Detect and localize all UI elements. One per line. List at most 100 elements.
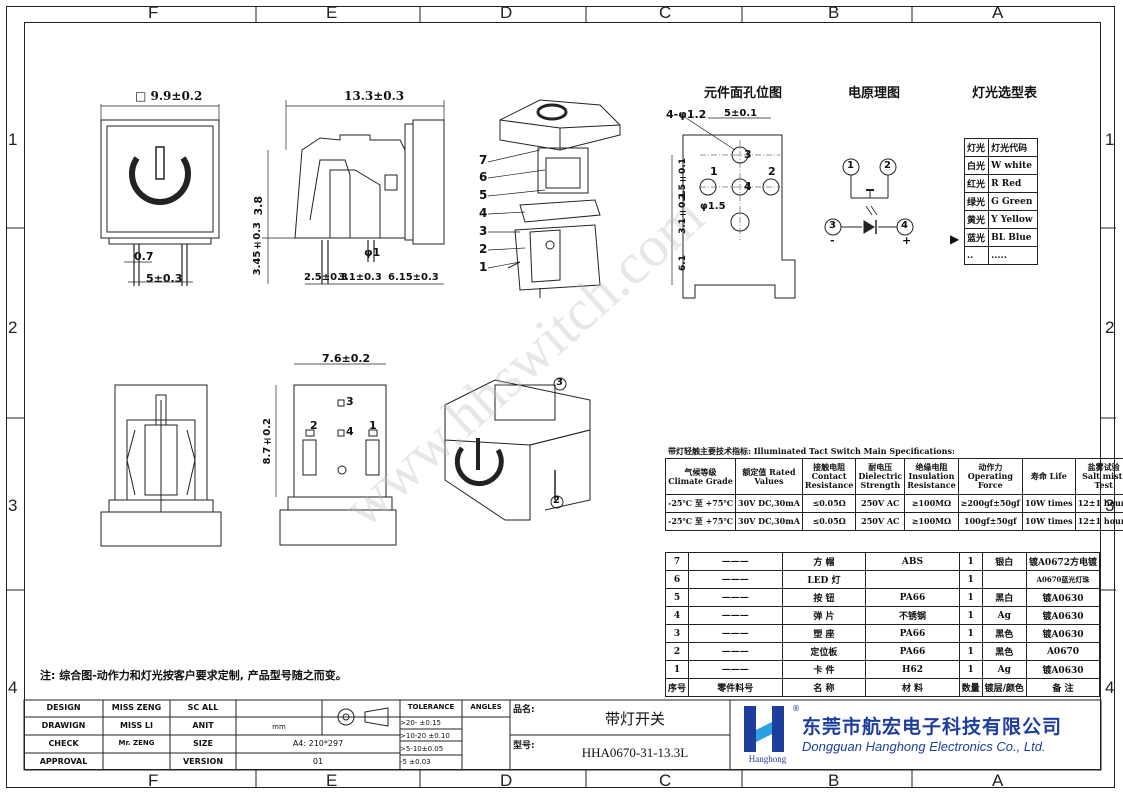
hole-pin-4: 4 bbox=[744, 180, 752, 193]
bom-cell: Ag bbox=[981, 606, 1027, 625]
bom-cell: Ag bbox=[981, 660, 1027, 679]
bom-cell: 定位板 bbox=[781, 642, 867, 661]
tb-angles: ANGLES bbox=[470, 703, 502, 711]
light-row-code: R Red bbox=[988, 174, 1038, 193]
zone-2-left: 2 bbox=[8, 318, 18, 337]
tb-drawing-name: MISS LI bbox=[120, 721, 153, 730]
spec-cell: ≥100MΩ bbox=[904, 494, 959, 513]
dim-hole-pitch: 5±0.1 bbox=[724, 108, 758, 119]
dim-phi15: φ1.5 bbox=[700, 201, 726, 212]
tb-version-label: VERSION bbox=[182, 757, 224, 766]
tb-approval: APPROVAL bbox=[39, 757, 88, 766]
spec-header: 动作力 Operating Force bbox=[957, 458, 1023, 495]
dim-pin-pitch: 5±0.3 bbox=[146, 272, 183, 285]
bom-cell: 镀A0630 bbox=[1025, 660, 1101, 679]
dim-pin-07: 0.7 bbox=[134, 250, 154, 263]
dim-bottom-h: 8.7±0.2 bbox=[262, 418, 273, 465]
circuit-pin-1: 1 bbox=[847, 160, 854, 171]
rear-view bbox=[100, 384, 222, 547]
zone-c-top: C bbox=[659, 3, 672, 22]
tb-unit-label: ANIT bbox=[192, 721, 214, 730]
tb-tol3: >5-10±0.05 bbox=[400, 745, 444, 753]
spec-title: 带灯轻触主要技术指标: Illuminated Tact Switch Main… bbox=[668, 446, 955, 456]
bom-cell: 1 bbox=[958, 642, 983, 661]
light-row-code: W white bbox=[988, 156, 1038, 175]
tb-tol2: >10-20 ±0.10 bbox=[400, 732, 450, 740]
bom-cell: ——— bbox=[688, 660, 783, 679]
light-header-color: 灯光 bbox=[963, 138, 990, 157]
bom-cell: 2 bbox=[664, 642, 690, 661]
spec-cell: 10W times bbox=[1021, 494, 1076, 513]
zone-c-bottom: C bbox=[659, 771, 672, 790]
side-view bbox=[262, 100, 445, 285]
bom-cell bbox=[865, 570, 960, 589]
tb-size-value: A4: 210*297 bbox=[292, 739, 344, 748]
spec-cell: ≥100MΩ bbox=[904, 512, 959, 531]
callout-3: 3 bbox=[479, 224, 488, 238]
blue-arrow-icon: ▶ bbox=[950, 232, 960, 246]
callout-2: 2 bbox=[479, 242, 488, 256]
bom-cell: H62 bbox=[865, 660, 960, 679]
company-logo bbox=[738, 704, 790, 756]
callout-5: 5 bbox=[479, 188, 488, 202]
dim-seg-31: 3.1±0.3 bbox=[338, 272, 382, 283]
tb-unit-value: mm bbox=[272, 723, 286, 731]
bottom-pin-1: 1 bbox=[369, 419, 377, 432]
bom-header: 名 称 bbox=[781, 678, 867, 697]
tb-design: DESIGN bbox=[46, 703, 81, 712]
dim-seg-615: 6.15±0.3 bbox=[388, 272, 439, 283]
tb-design-name: MISS ZENG bbox=[111, 703, 162, 712]
zone-3-left: 3 bbox=[8, 496, 18, 515]
circuit-pin-4: 4 bbox=[901, 220, 908, 231]
bom-cell: 黑白 bbox=[981, 588, 1027, 607]
spec-cell: 12±1 hours bbox=[1074, 494, 1123, 513]
bom-cell: 镀A0630 bbox=[1025, 588, 1101, 607]
bom-cell: PA66 bbox=[865, 588, 960, 607]
spec-cell: ≤0.05Ω bbox=[801, 512, 857, 531]
isometric-view bbox=[444, 377, 591, 521]
bom-cell: 3 bbox=[664, 624, 690, 643]
bom-cell: 1 bbox=[958, 552, 983, 571]
front-view bbox=[100, 104, 220, 286]
watermark-text: www.hhswitch.com bbox=[330, 183, 715, 539]
spec-cell: -25℃ 至 +75℃ bbox=[664, 512, 737, 531]
zone-1-right: 1 bbox=[1105, 130, 1115, 149]
spec-cell: 250V AC bbox=[855, 494, 906, 513]
spec-cell: 30V DC,30mA bbox=[735, 512, 803, 531]
tb-check: CHECK bbox=[48, 739, 79, 748]
zone-2-right: 2 bbox=[1105, 318, 1115, 337]
bom-cell: ——— bbox=[688, 570, 783, 589]
zone-4-left: 4 bbox=[8, 678, 18, 697]
spec-header: 额定值 Rated Values bbox=[735, 458, 803, 495]
bom-cell: ——— bbox=[688, 624, 783, 643]
hole-pin-2: 2 bbox=[768, 165, 776, 178]
bom-cell: 1 bbox=[958, 660, 983, 679]
company-name-en: Dongguan Hanghong Electronics Co., Ltd. bbox=[802, 739, 1046, 754]
tb-product-label: 品名: bbox=[513, 705, 535, 715]
circuit-diagram bbox=[824, 158, 914, 236]
iso-pin-2: 2 bbox=[553, 495, 560, 506]
bom-cell: 1 bbox=[958, 588, 983, 607]
zone-b-top: B bbox=[828, 3, 840, 22]
circuit-pin-2: 2 bbox=[884, 160, 891, 171]
circuit-plus: + bbox=[902, 234, 912, 247]
bom-cell: PA66 bbox=[865, 642, 960, 661]
bom-cell: ——— bbox=[688, 588, 783, 607]
dim-front-width: □ 9.9±0.2 bbox=[135, 89, 203, 103]
bom-cell: ——— bbox=[688, 642, 783, 661]
bom-cell: A0670 bbox=[1025, 642, 1101, 661]
bom-cell: LED 灯 bbox=[781, 570, 867, 589]
zone-d-bottom: D bbox=[500, 771, 513, 790]
spec-cell: ≥200gf±50gf bbox=[957, 494, 1023, 513]
spec-cell: -25℃ 至 +75℃ bbox=[664, 494, 737, 513]
tb-version-value: 01 bbox=[312, 757, 324, 766]
tb-drawing: DRAWIGN bbox=[41, 721, 86, 730]
bom-cell: 银白 bbox=[981, 552, 1027, 571]
bom-cell: 1 bbox=[958, 606, 983, 625]
dim-height-38: 3.8 bbox=[252, 196, 265, 216]
bom-cell: 1 bbox=[958, 570, 983, 589]
tb-tolerance: TOLERANCE bbox=[407, 703, 455, 711]
dim-v-61: 6.1 bbox=[678, 255, 688, 271]
bom-cell: 镀A0630 bbox=[1025, 606, 1101, 625]
bottom-view bbox=[275, 363, 397, 546]
